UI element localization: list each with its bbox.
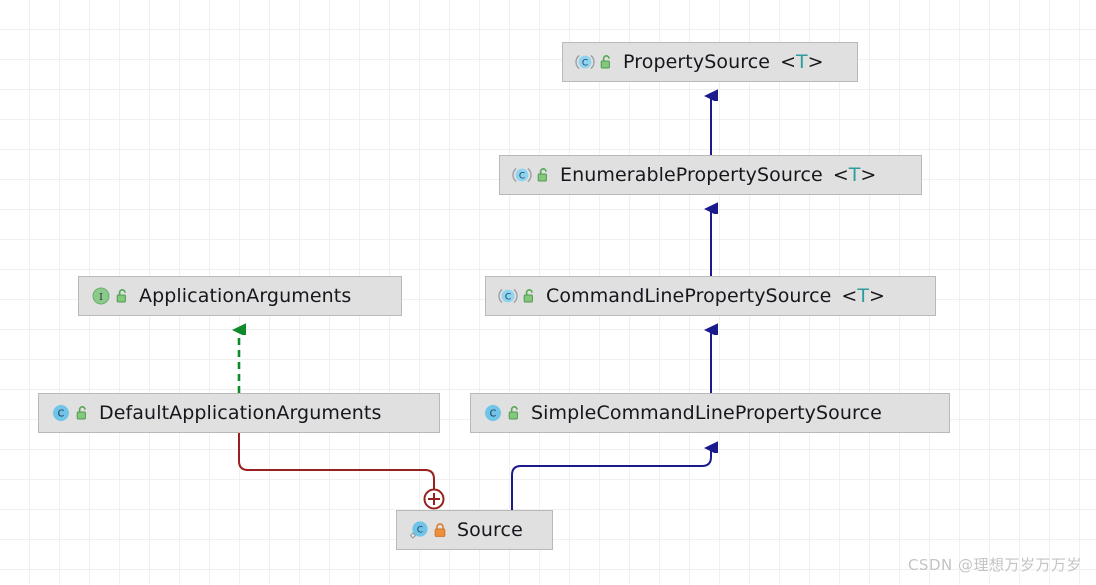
node-icons: C [51,403,99,423]
class-name-label: ApplicationArguments [139,284,352,307]
svg-text:C: C [519,172,525,182]
locked-private-icon [433,522,447,538]
node-icons: C [512,165,560,185]
node-icons: C [575,52,623,72]
abstract-class-icon: C [512,165,532,185]
class-name-label: CommandLinePropertySource [546,284,832,307]
generic-parameter-label: <T> [832,163,877,186]
class-name-label: EnumerablePropertySource [560,163,823,186]
svg-text:I: I [99,292,103,303]
edge-default-inner-source [238,433,445,510]
generic-parameter-label: <T> [841,284,885,307]
abstract-class-icon: C [575,52,595,72]
svg-text:C: C [417,525,423,535]
svg-text:C: C [490,409,497,420]
class-node-source[interactable]: C Source [396,510,553,550]
node-icons: C [409,520,457,540]
class-icon: C [483,403,503,423]
class-name-label: Source [457,518,523,541]
class-name-label: DefaultApplicationArguments [99,401,382,424]
svg-text:C: C [582,59,588,69]
class-icon: C [51,403,71,423]
unlocked-public-icon [536,167,550,183]
inner-class-icon: C [409,520,429,540]
class-node-command-line-property-source[interactable]: C CommandLinePropertySource <T> [485,276,936,316]
class-name-label: PropertySource [623,50,771,73]
inner-class-plus-badge [423,488,445,510]
generic-parameter-label: <T> [780,50,824,73]
abstract-class-icon: C [498,286,518,306]
node-icons: C [483,403,531,423]
interface-icon: I [91,286,111,306]
unlocked-public-icon [507,405,521,421]
node-icons: I [91,286,139,306]
watermark-text: CSDN @理想万岁万万岁 [907,556,1082,574]
node-icons: C [498,286,546,306]
edge-source-to-simple [511,448,711,510]
svg-text:C: C [58,409,65,420]
class-node-enumerable-property-source[interactable]: C EnumerablePropertySource <T> [499,155,922,195]
unlocked-public-icon [115,288,129,304]
unlocked-public-icon [599,54,613,70]
class-node-default-application-arguments[interactable]: C DefaultApplicationArguments [38,393,440,433]
svg-text:C: C [505,293,511,303]
class-node-simple-command-line-property-source[interactable]: C SimpleCommandLinePropertySource [470,393,950,433]
class-name-label: SimpleCommandLinePropertySource [531,401,882,424]
unlocked-public-icon [75,405,89,421]
class-node-property-source[interactable]: C PropertySource <T> [562,42,858,82]
unlocked-public-icon [522,288,536,304]
interface-node-application-arguments[interactable]: I ApplicationArguments [78,276,402,316]
